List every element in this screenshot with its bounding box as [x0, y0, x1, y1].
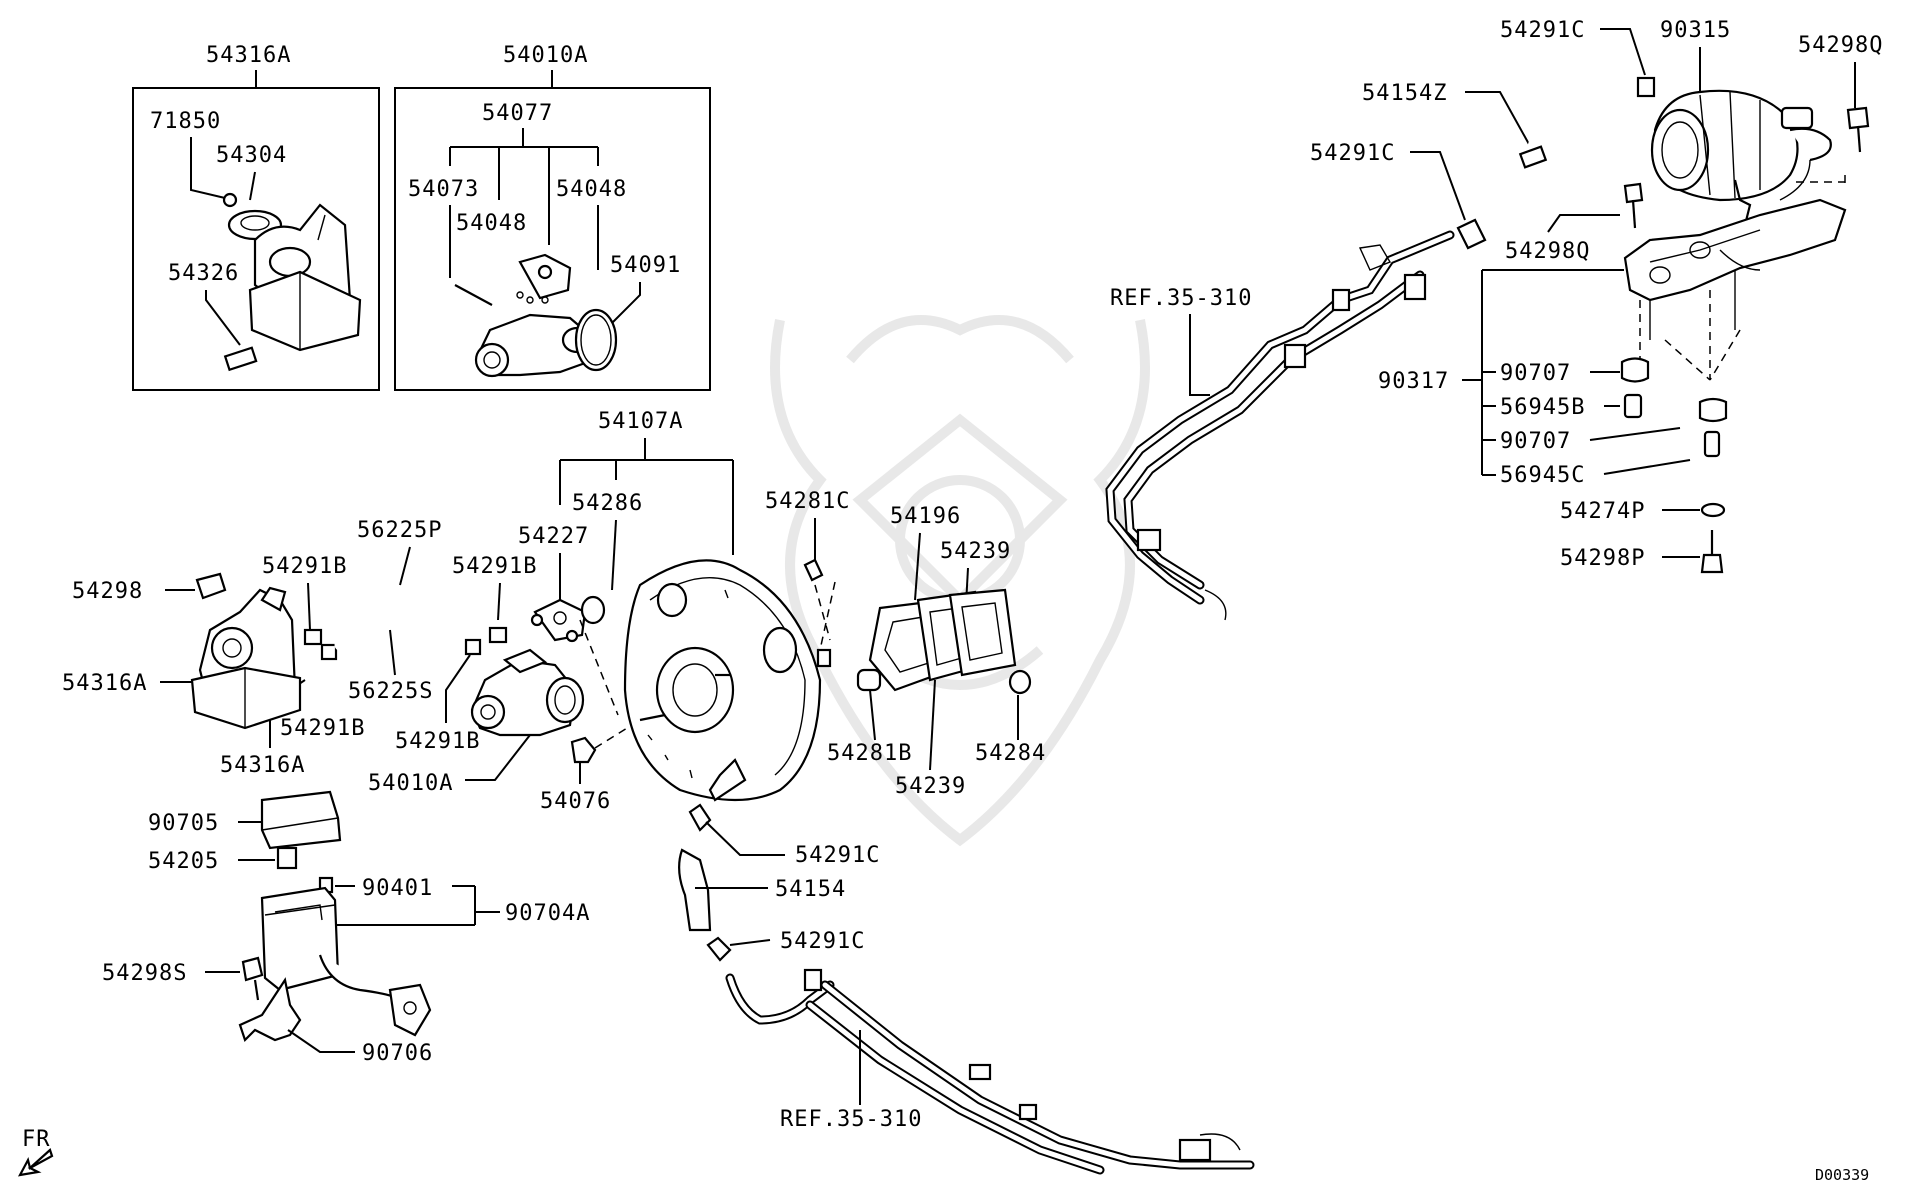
label-54298Q-mid: 54298Q — [1505, 239, 1590, 264]
gaskets-icon — [868, 588, 1032, 695]
label-90401: 90401 — [362, 876, 433, 901]
label-ref-35-310-bottom: REF.35-310 — [780, 1107, 922, 1132]
label-54154Z: 54154Z — [1362, 81, 1447, 106]
label-54281C: 54281C — [765, 489, 850, 514]
label-54316A-bot: 54316A — [220, 753, 305, 778]
vacuum-pump-icon — [1650, 89, 1832, 226]
label-54291B-d: 54291B — [395, 729, 480, 754]
label-54281B: 54281B — [827, 741, 912, 766]
label-54010A-bot: 54010A — [368, 771, 453, 796]
label-90317: 90317 — [1378, 369, 1449, 394]
label-54048-right: 54048 — [556, 177, 627, 202]
diagram-code: D00339 — [1815, 1166, 1869, 1184]
vacuum-hose-54154-group: 54291C 54154 54291C REF.35-310 — [678, 803, 1255, 1175]
label-54048-left: 54048 — [456, 211, 527, 236]
label-54286: 54286 — [572, 491, 643, 516]
label-56225S: 56225S — [348, 679, 433, 704]
label-54196: 54196 — [890, 504, 961, 529]
label-54316A-mid: 54316A — [62, 671, 147, 696]
label-54291B-b: 54291B — [452, 554, 537, 579]
relay-harness-group: 90705 54205 90401 90704A 54298S 90706 — [102, 790, 590, 1066]
label-54316A-top: 54316A — [206, 43, 291, 68]
label-90315: 90315 — [1660, 18, 1731, 43]
label-54077: 54077 — [482, 101, 553, 126]
label-54291C-low: 54291C — [780, 929, 865, 954]
label-54205: 54205 — [148, 849, 219, 874]
label-54239-b: 54239 — [895, 774, 966, 799]
label-90706: 90706 — [362, 1041, 433, 1066]
label-54274P: 54274P — [1560, 499, 1645, 524]
label-56945B: 56945B — [1500, 395, 1585, 420]
label-54298: 54298 — [72, 579, 143, 604]
label-54291B-a: 54291B — [262, 554, 347, 579]
lower-master-cylinder-group: 54227 54010A 54076 — [368, 524, 641, 814]
label-54304: 54304 — [216, 143, 287, 168]
booster-icon — [623, 559, 832, 802]
label-54239-a: 54239 — [940, 539, 1011, 564]
hose-56225-group: 56225P 56225S 54291B 54291B — [334, 518, 537, 754]
label-fr: FR — [22, 1127, 51, 1152]
label-54091: 54091 — [610, 253, 681, 278]
label-54010A-top: 54010A — [503, 43, 588, 68]
label-54154: 54154 — [775, 877, 846, 902]
box-54010A: 54010A 54077 54073 54048 54048 54091 — [394, 43, 711, 391]
label-54076: 54076 — [540, 789, 611, 814]
relay-box-icon — [238, 886, 432, 1043]
label-54326: 54326 — [168, 261, 239, 286]
label-ref-35-310-top: REF.35-310 — [1110, 286, 1252, 311]
label-54107A: 54107A — [598, 409, 683, 434]
front-arrow-indicator: FR — [17, 1127, 54, 1177]
label-90707-b: 90707 — [1500, 429, 1571, 454]
box-54316A: 54316A 71850 54304 54326 — [132, 43, 380, 391]
reservoir-icon — [222, 192, 362, 372]
pump-bracket-icon — [1623, 198, 1847, 381]
label-54298Q-tr: 54298Q — [1798, 33, 1883, 58]
master-cylinder-icon — [454, 253, 618, 378]
label-56225P: 56225P — [357, 518, 442, 543]
label-54073: 54073 — [408, 177, 479, 202]
label-54298P: 54298P — [1560, 546, 1645, 571]
label-71850: 71850 — [150, 109, 221, 134]
label-90707-a: 90707 — [1500, 361, 1571, 386]
label-54284: 54284 — [975, 741, 1046, 766]
left-reservoir-group: 54298 54291B 54316A 54291B 54316A — [62, 554, 365, 778]
vacuum-pump-group: 54291C 90315 54298Q 54154Z 54291C — [1310, 18, 1883, 574]
label-56945C: 56945C — [1500, 463, 1585, 488]
label-54291C-mid: 54291C — [795, 843, 880, 868]
label-54291C-tr: 54291C — [1500, 18, 1585, 43]
label-54298S: 54298S — [102, 961, 187, 986]
label-54291C-tl: 54291C — [1310, 141, 1395, 166]
label-90705: 90705 — [148, 811, 219, 836]
brake-booster-group: 54107A 54286 54281C — [559, 409, 1046, 802]
master-cylinder-lower-icon — [470, 648, 585, 737]
label-90704A: 90704A — [505, 901, 590, 926]
remote-reservoir-icon — [190, 586, 338, 730]
pipe-ref-top: REF.35-310 — [1105, 230, 1455, 621]
label-54291B-c: 54291B — [280, 716, 365, 741]
label-54227: 54227 — [518, 524, 589, 549]
